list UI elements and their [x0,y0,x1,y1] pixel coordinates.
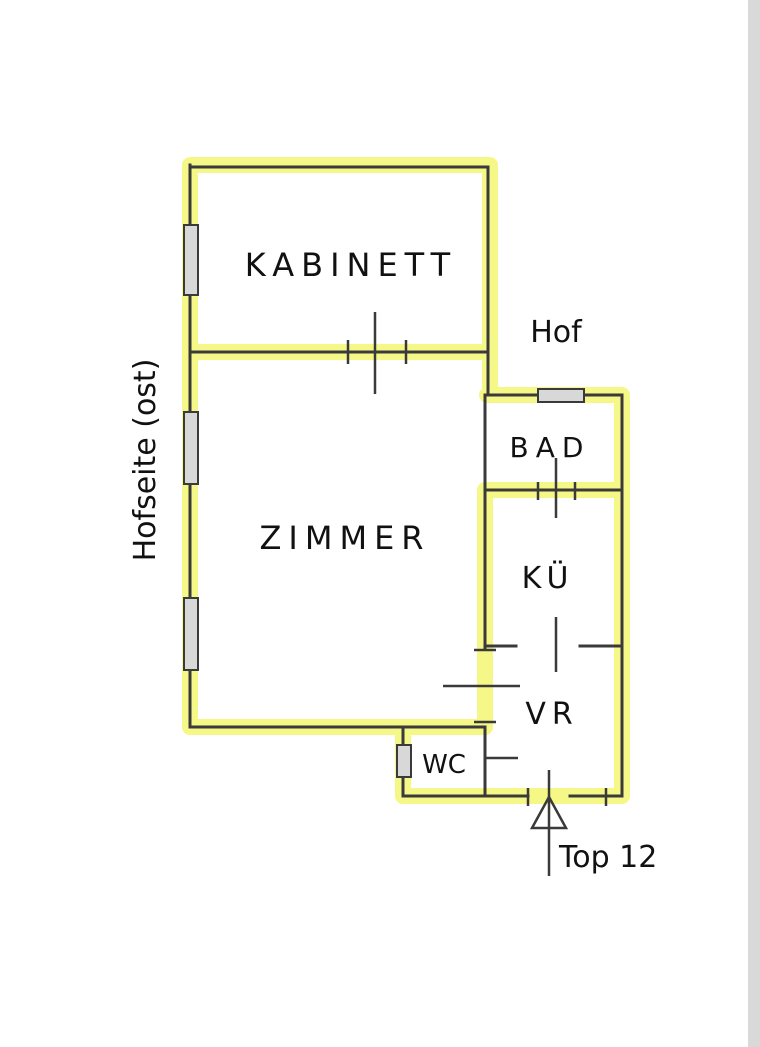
room-label-bad: BAD [510,431,591,464]
window-kabinett [183,224,199,296]
windows [183,224,585,778]
room-label-wc: WC [422,750,466,780]
window-zimmer-lower [183,597,199,671]
room-label-zimmer: ZIMMER [259,519,430,557]
label-entrance-unit: Top 12 [558,840,657,875]
walls [188,163,624,798]
label-courtyard-side: Hofseite (ost) [128,359,163,562]
door-symbols [346,312,608,876]
scan-edge [748,0,760,1047]
room-label-vorraum: VR [525,697,578,732]
window-wc [396,744,412,778]
window-zimmer-upper [183,411,199,485]
entrance-arrow-icon [529,794,569,830]
window-bad [537,388,585,403]
room-label-kueche: KÜ [522,560,575,596]
room-label-kabinett: KABINETT [245,246,457,284]
label-courtyard: Hof [530,315,583,350]
